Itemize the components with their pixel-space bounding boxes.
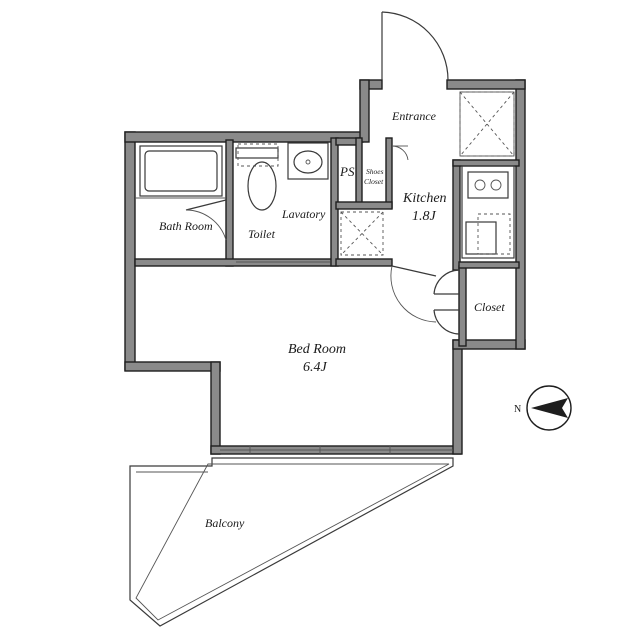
interior-walls [134,137,520,347]
shoes-closet-label-2: Closet [364,177,384,186]
bath-door [185,199,227,241]
bed-room-label: Bed Room [288,342,346,357]
room-labels: Entrance Kitchen 1.8J Bath Room Toilet L… [159,109,505,530]
closet-label: Closet [474,300,505,314]
lavatory-label: Lavatory [281,207,326,221]
balcony-outline [129,457,454,627]
closet-doors [433,269,460,335]
entrance-door [381,11,449,81]
bathtub [135,145,226,199]
balcony-label: Balcony [205,516,245,530]
appliance-space-washer [340,211,384,256]
kitchen-size: 1.8J [412,209,437,224]
kitchen-counter [461,165,515,259]
washbasin [287,142,329,180]
bedroom-window [220,446,453,454]
toilet-label: Toilet [248,227,276,241]
ps-label: PS [339,164,355,179]
toilet-fixture [235,143,279,211]
kitchen-label: Kitchen [402,191,447,206]
shoes-closet-door [391,145,409,161]
shoes-closet-label-1: Shoes [366,167,384,176]
bedroom-door [390,265,437,323]
exterior-walls [124,79,526,455]
entrance-label: Entrance [391,109,437,123]
north-label: N [514,404,521,415]
north-arrow-icon: N [514,385,572,431]
bed-room-size: 6.4J [303,360,328,375]
bath-room-label: Bath Room [159,219,213,233]
entrance-shoe-storage [459,91,515,157]
